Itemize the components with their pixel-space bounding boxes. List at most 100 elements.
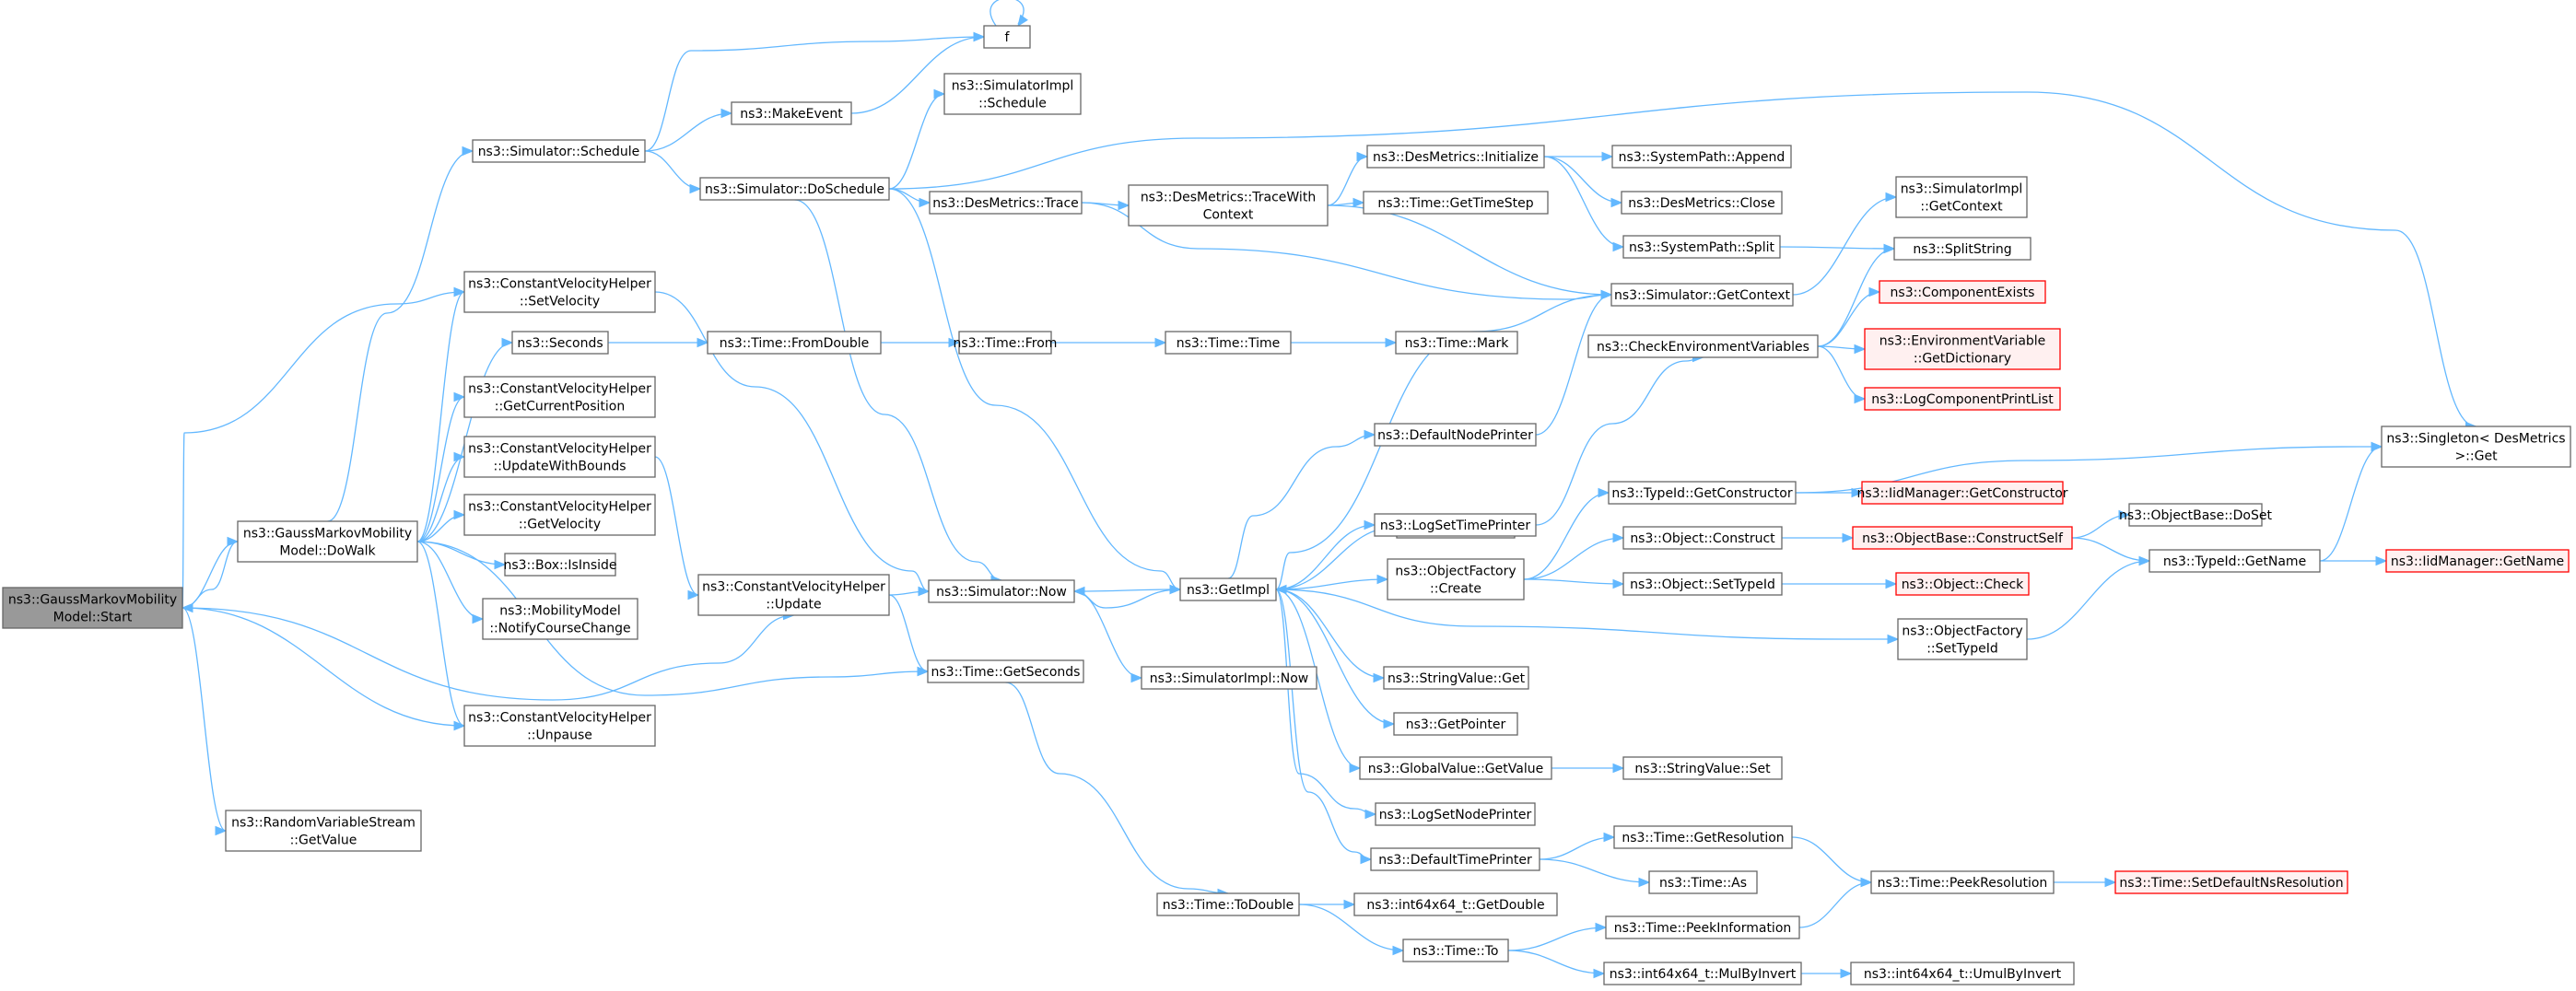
node-time-as[interactable]: ns3::Time::As	[1648, 870, 1758, 894]
node-seconds[interactable]: ns3::Seconds	[511, 331, 609, 355]
edge-getimpl-to-objfactory_settypeid	[1275, 589, 1900, 645]
node-componentexists[interactable]: ns3::ComponentExists	[1879, 280, 2046, 304]
node-box	[1864, 387, 2061, 411]
node-box	[1648, 870, 1758, 894]
node-label: ns3::Time::ToDouble	[1163, 898, 1294, 913]
node-singleton-get[interactable]: ns3::Singleton< DesMetrics >::Get	[2381, 426, 2571, 468]
node-box	[1156, 892, 1300, 916]
node-stringvalue-set[interactable]: ns3::StringValue::Set	[1622, 756, 1783, 780]
node-mm-notify[interactable]: ns3::MobilityModel::NotifyCourseChange	[482, 598, 638, 640]
node-time-fromdouble[interactable]: ns3::Time::FromDouble	[707, 331, 882, 355]
node-box	[1374, 513, 1537, 537]
node-simimpl-schedule[interactable]: ns3::SimulatorImpl::Schedule	[943, 73, 1082, 115]
arrowhead	[1868, 286, 1881, 297]
node-syspath-append[interactable]: ns3::SystemPath::Append	[1611, 145, 1792, 169]
node-globalvalue-getvalue[interactable]: ns3::GlobalValue::GetValue	[1359, 756, 1552, 780]
node-time-peekinfo[interactable]: ns3::Time::PeekInformation	[1605, 915, 1800, 939]
node-cvh-getcurpos[interactable]: ns3::ConstantVelocityHelper::GetCurrentP…	[463, 376, 656, 418]
node-objfactory-create[interactable]: ns3::ObjectFactory::Create	[1387, 558, 1525, 600]
node-defaultnodeprinter[interactable]: ns3::DefaultNodePrinter	[1374, 423, 1537, 447]
node-cvh-update[interactable]: ns3::ConstantVelocityHelper::Update	[697, 574, 890, 616]
node-getpointer[interactable]: ns3::GetPointer	[1393, 712, 1518, 736]
arrowhead	[472, 613, 485, 624]
node-stringvalue-get[interactable]: ns3::StringValue::Get	[1383, 666, 1529, 690]
node-label: ns3::SimulatorImpl	[1901, 182, 2023, 197]
edge-time_todouble-to-time_to	[1298, 904, 1405, 956]
node-label: ns3::GetPointer	[1406, 717, 1506, 732]
node-box	[1375, 802, 1536, 826]
node-logsetnodeprinter[interactable]: ns3::LogSetNodePrinter	[1375, 802, 1536, 826]
node-object-settypeid[interactable]: ns3::Object::SetTypeId	[1622, 572, 1783, 596]
node-iidmgr-getname[interactable]: ns3::IidManager::GetName	[2385, 549, 2570, 573]
node-time-time[interactable]: ns3::Time::Time	[1165, 331, 1292, 355]
node-cvh-updatebounds[interactable]: ns3::ConstantVelocityHelper::UpdateWithB…	[463, 436, 656, 478]
node-sim-schedule[interactable]: ns3::Simulator::Schedule	[472, 139, 646, 163]
arrowhead	[1349, 763, 1362, 774]
node-object-check[interactable]: ns3::Object::Check	[1895, 572, 2030, 596]
node-object-construct[interactable]: ns3::Object::Construct	[1622, 526, 1783, 550]
node-int64-getdouble[interactable]: ns3::int64x64_t::GetDouble	[1353, 892, 1558, 916]
node-desm-close[interactable]: ns3::DesMetrics::Close	[1621, 191, 1783, 215]
arrowhead	[1598, 487, 1610, 498]
node-time-mark[interactable]: ns3::Time::Mark	[1395, 331, 1518, 355]
node-envvar-getdict[interactable]: ns3::EnvironmentVariable::GetDictionary	[1864, 328, 2061, 370]
node-simimpl-getcontext[interactable]: ns3::SimulatorImpl::GetContext	[1895, 176, 2028, 218]
node-logcomponentprintlist[interactable]: ns3::LogComponentPrintList	[1864, 387, 2061, 411]
node-f[interactable]: f	[983, 25, 1031, 49]
edge-syspath_split-to-splitstring	[1779, 243, 1896, 254]
node-getimpl[interactable]: ns3::GetImpl	[1179, 577, 1277, 601]
node-desm-trace[interactable]: ns3::DesMetrics::Trace	[929, 191, 1083, 215]
node-defaulttimeprinter[interactable]: ns3::DefaultTimePrinter	[1370, 847, 1540, 871]
node-cvh-unpause[interactable]: ns3::ConstantVelocityHelper::Unpause	[463, 705, 656, 747]
node-objbase-doset[interactable]: ns3::ObjectBase::DoSet	[2119, 503, 2272, 527]
node-time-from[interactable]: ns3::Time::From	[954, 331, 1058, 355]
node-objfactory-settypeid[interactable]: ns3::ObjectFactory::SetTypeId	[1897, 618, 2028, 660]
node-makeevent[interactable]: ns3::MakeEvent	[731, 101, 852, 125]
node-typeid-getconstructor[interactable]: ns3::TypeId::GetConstructor	[1608, 481, 1797, 505]
arrowhead	[1610, 197, 1623, 208]
node-label: ns3::Simulator::GetContext	[1614, 288, 1791, 303]
node-syspath-split[interactable]: ns3::SystemPath::Split	[1622, 235, 1781, 259]
edge-getimpl-to-globalvalue_getvalue	[1275, 589, 1362, 774]
node-box-isinside[interactable]: ns3::Box::IsInside	[503, 553, 617, 577]
node-int64-umulbyinvert[interactable]: ns3::int64x64_t::UmulByInvert	[1850, 962, 2075, 985]
node-time-getseconds[interactable]: ns3::Time::GetSeconds	[927, 659, 1084, 683]
node-sim-doschedule[interactable]: ns3::Simulator::DoSchedule	[699, 177, 890, 201]
arrowhead	[1364, 809, 1377, 820]
node-typeid-getname[interactable]: ns3::TypeId::GetName	[2149, 549, 2321, 573]
node-time-peekresolution[interactable]: ns3::Time::PeekResolution	[1870, 870, 2055, 894]
node-desm-initialize[interactable]: ns3::DesMetrics::Initialize	[1366, 145, 1545, 169]
node-time-to[interactable]: ns3::Time::To	[1402, 939, 1509, 962]
node-label: ns3::DefaultNodePrinter	[1377, 428, 1533, 443]
node-time-getresolution[interactable]: ns3::Time::GetResolution	[1613, 825, 1793, 849]
arrowhead	[1360, 854, 1373, 865]
arrowhead	[1392, 945, 1405, 956]
node-cvh-getvelocity[interactable]: ns3::ConstantVelocityHelper::GetVelocity	[463, 494, 656, 536]
node-cvh-setvelocity[interactable]: ns3::ConstantVelocityHelper::SetVelocity	[463, 271, 656, 313]
node-iidmgr-getconstructor[interactable]: ns3::IidManager::GetConstructor	[1856, 481, 2068, 505]
node-time-todouble[interactable]: ns3::Time::ToDouble	[1156, 892, 1300, 916]
node-logsettimeprinter[interactable]: ns3::LogSetTimePrinter	[1374, 513, 1537, 537]
node-check-env[interactable]: ns3::CheckEnvironmentVariables	[1587, 334, 1819, 358]
node-sim-getcontext[interactable]: ns3::Simulator::GetContext	[1610, 283, 1794, 307]
node-label: f	[1005, 30, 1011, 45]
node-rvs-getvalue[interactable]: ns3::RandomVariableStream::GetValue	[225, 810, 422, 852]
node-time-setdefaultns[interactable]: ns3::Time::SetDefaultNsResolution	[2114, 870, 2348, 894]
edge-objbase_constructself-to-objbase_doset	[2071, 509, 2131, 539]
node-objbase-constructself[interactable]: ns3::ObjectBase::ConstructSelf	[1852, 526, 2073, 550]
node-label: ns3::SplitString	[1913, 242, 2011, 257]
node-simimpl-now[interactable]: ns3::SimulatorImpl::Now	[1141, 666, 1317, 690]
node-time-gettimestep[interactable]: ns3::Time::GetTimeStep	[1363, 191, 1549, 215]
edge-start-to-dowalk	[181, 536, 240, 609]
node-label: ns3::Time::From	[954, 336, 1058, 351]
node-sim-now[interactable]: ns3::Simulator::Now	[928, 579, 1075, 603]
node-box	[2149, 549, 2321, 573]
node-label: ns3::GlobalValue::GetValue	[1368, 762, 1543, 776]
node-label: ::NotifyCourseChange	[489, 622, 630, 636]
node-splitstring[interactable]: ns3::SplitString	[1893, 237, 2032, 261]
arrowhead	[1593, 968, 1606, 979]
node-int64-mulbyinvert[interactable]: ns3::int64x64_t::MulByInvert	[1603, 962, 1802, 985]
